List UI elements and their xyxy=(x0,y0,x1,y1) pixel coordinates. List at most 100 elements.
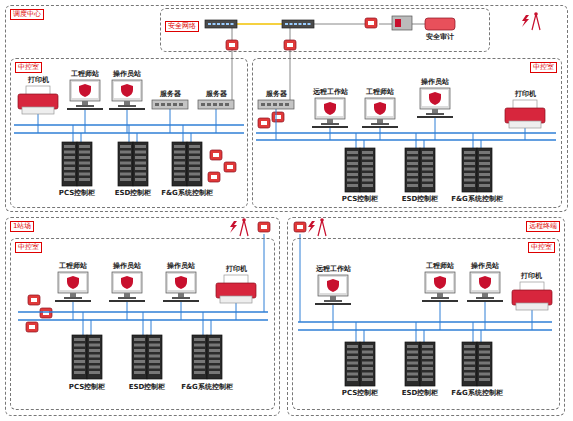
workstation-icon xyxy=(109,272,145,302)
server-icon xyxy=(258,100,294,109)
device-caption: ESD控制柜 xyxy=(128,383,167,391)
bus-line xyxy=(256,139,556,140)
control-cabinet-icon xyxy=(132,335,162,379)
drop-line xyxy=(473,322,474,342)
device-caption: 操作员站 xyxy=(112,262,142,270)
control-cabinet-icon xyxy=(345,148,375,192)
printer-icon xyxy=(18,86,58,114)
device-caption: 服务器 xyxy=(265,90,288,98)
drop-line xyxy=(216,109,217,133)
drop-line xyxy=(73,302,74,320)
drop-line xyxy=(481,330,482,342)
device-caption: 操作员站 xyxy=(470,262,500,270)
control-cabinet-icon xyxy=(345,342,375,386)
firewall-icon xyxy=(26,322,38,332)
server-icon xyxy=(152,100,188,109)
network-wire xyxy=(290,28,291,100)
region-label: 中控室 xyxy=(15,62,42,73)
device-caption: F&G系统控制柜 xyxy=(180,383,234,391)
drop-line xyxy=(183,125,184,142)
device-caption: ESD控制柜 xyxy=(401,389,440,397)
device-caption: ESD控制柜 xyxy=(401,195,440,203)
workstation-icon xyxy=(362,98,398,128)
region-box: 中控室 xyxy=(252,58,562,208)
drop-line xyxy=(137,133,138,142)
server-icon xyxy=(198,100,234,109)
device-caption: PCS控制柜 xyxy=(341,389,379,397)
drop-line xyxy=(416,133,417,148)
drop-line xyxy=(151,320,152,335)
antenna-icon xyxy=(230,218,248,236)
workstation-icon xyxy=(67,80,103,110)
network-wire xyxy=(412,24,425,25)
gateway-icon xyxy=(392,16,412,30)
network-wire xyxy=(314,24,365,25)
control-cabinet-icon xyxy=(62,142,92,186)
drop-line xyxy=(38,114,39,133)
device-caption: 工程师站 xyxy=(365,88,395,96)
workstation-icon xyxy=(312,98,348,128)
drop-line xyxy=(73,125,74,142)
audit-device-icon xyxy=(425,18,455,30)
printer-icon xyxy=(505,100,545,128)
drop-line xyxy=(127,302,128,320)
device-caption: 服务器 xyxy=(205,90,228,98)
drop-line xyxy=(356,322,357,342)
workstation-icon xyxy=(417,88,453,118)
control-cabinet-icon xyxy=(462,148,492,192)
control-cabinet-icon xyxy=(72,335,102,379)
network-wire xyxy=(379,24,392,25)
drop-line xyxy=(83,312,84,335)
workstation-icon xyxy=(109,80,145,110)
bus-line xyxy=(298,329,552,330)
drop-line xyxy=(91,320,92,335)
drop-line xyxy=(129,125,130,142)
switch-icon xyxy=(205,20,237,28)
device-caption: F&G系统控制柜 xyxy=(450,195,504,203)
device-caption: F&G系统控制柜 xyxy=(450,389,504,397)
printer-icon xyxy=(216,275,256,303)
drop-line xyxy=(416,322,417,342)
drop-line xyxy=(211,320,212,335)
region-label: 1站场 xyxy=(10,221,34,232)
drop-line xyxy=(364,330,365,342)
firewall-icon xyxy=(258,118,270,128)
control-cabinet-icon xyxy=(405,342,435,386)
drop-line xyxy=(473,133,474,148)
control-cabinet-icon xyxy=(192,335,222,379)
device-caption: 远程工作站 xyxy=(315,265,352,273)
device-caption: 工程师站 xyxy=(70,70,100,78)
drop-line xyxy=(364,140,365,148)
firewall-icon xyxy=(272,112,284,122)
region-box: 调度中心安全网络中控室中控室 xyxy=(5,5,568,212)
device-caption: 服务器 xyxy=(159,90,182,98)
device-caption: 远程工作站 xyxy=(312,88,349,96)
control-cabinet-icon xyxy=(118,142,148,186)
workstation-icon xyxy=(467,272,503,302)
workstation-icon xyxy=(55,272,91,302)
bus-line xyxy=(298,321,552,322)
bus-line xyxy=(256,132,556,133)
switch-icon xyxy=(282,20,314,28)
drop-line xyxy=(276,109,277,140)
region-label: 中控室 xyxy=(15,242,42,253)
drop-line xyxy=(481,140,482,148)
drop-line xyxy=(532,310,533,330)
device-caption: PCS控制柜 xyxy=(58,189,96,197)
drop-line xyxy=(170,109,171,133)
drop-line xyxy=(424,330,425,342)
drop-line xyxy=(236,303,237,320)
workstation-icon xyxy=(163,272,199,302)
device-caption: 安全审计 xyxy=(425,33,455,41)
firewall-icon xyxy=(28,295,40,305)
region-label: 调度中心 xyxy=(10,9,44,20)
firewall-icon xyxy=(224,162,236,172)
drop-line xyxy=(525,128,526,140)
drop-line xyxy=(127,110,128,133)
device-caption: PCS控制柜 xyxy=(341,195,379,203)
region-label: 远程终端 xyxy=(526,221,560,232)
control-cabinet-icon xyxy=(405,148,435,192)
region-box: 远程终端中控室 xyxy=(287,217,565,416)
control-cabinet-icon xyxy=(462,342,492,386)
device-caption: 操作员站 xyxy=(112,70,142,78)
